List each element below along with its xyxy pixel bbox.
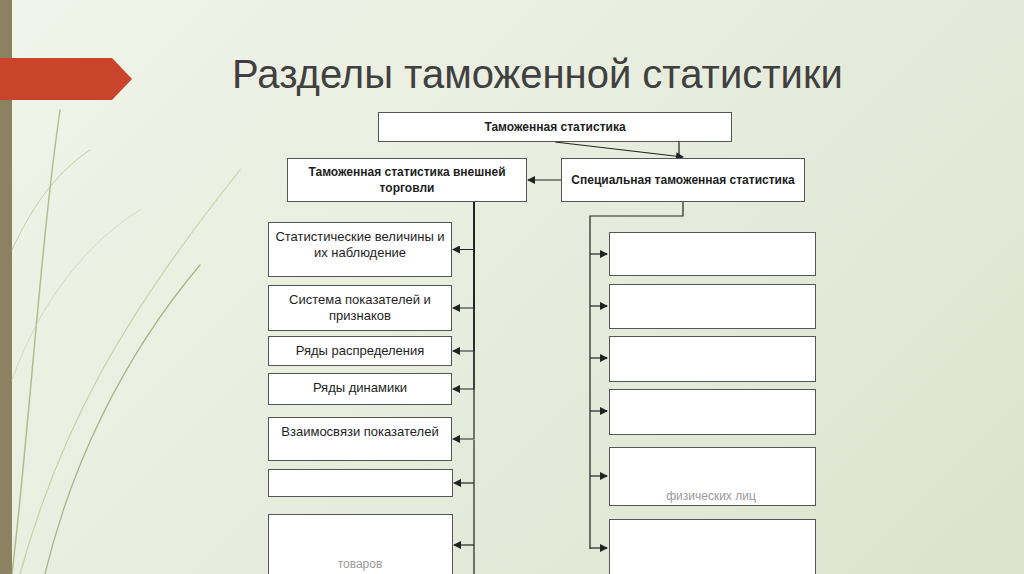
box-text: Взаимосвязи показателей	[275, 424, 445, 440]
header-box: Таможенная статистика	[378, 112, 732, 142]
section-box: Взаимосвязи показателей	[268, 417, 452, 461]
section-box: Статистические величины и их наблюдение	[268, 222, 452, 277]
connector-arrow	[453, 202, 474, 351]
faint-text: товаров	[338, 557, 383, 571]
box-text: Таможенная статистика внешней торговли	[296, 164, 518, 196]
connector-arrow	[453, 202, 474, 308]
box-text: Ряды распределения	[275, 343, 445, 359]
faint-text: физических лиц	[666, 489, 756, 503]
title-arrow	[0, 58, 132, 100]
slide-title: Разделы таможенной статистики	[232, 52, 843, 97]
connector-arrow	[453, 202, 474, 439]
box-text: Таможенная статистика	[387, 119, 723, 135]
box-text: Ряды динамики	[275, 380, 445, 396]
empty-box-connectors	[454, 202, 683, 574]
box-text: Система показателей и признаков	[275, 292, 445, 324]
connector-arrow	[555, 142, 683, 157]
section-box: Система показателей и признаков	[268, 285, 452, 331]
box-text: Статистические величины и их наблюдение	[275, 229, 445, 261]
header-box: Таможенная статистика внешней торговли	[287, 158, 527, 202]
header-box: Специальная таможенная статистика	[561, 158, 805, 202]
connector-arrow	[453, 202, 474, 389]
section-box: Ряды динамики	[268, 373, 452, 405]
decorative-curves	[12, 110, 240, 574]
connector-arrow	[453, 202, 474, 250]
box-text: Специальная таможенная статистика	[570, 172, 796, 188]
empty-boxes	[269, 233, 816, 574]
section-box: Ряды распределения	[268, 336, 452, 366]
